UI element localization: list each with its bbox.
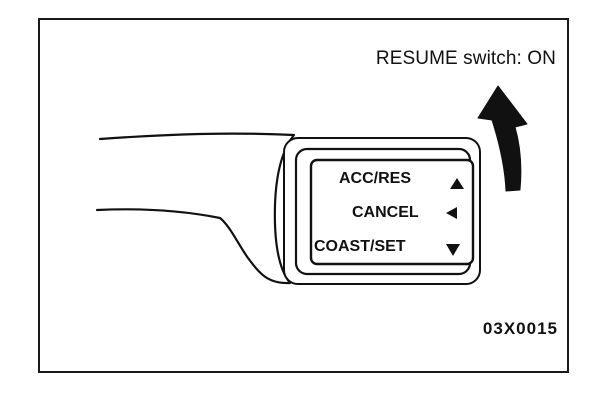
triangle-down-icon bbox=[446, 244, 460, 256]
acc-res-label: ACC/RES bbox=[339, 170, 412, 187]
figure-code: 03X0015 bbox=[482, 319, 558, 338]
coast-set-label: COAST/SET bbox=[314, 238, 406, 255]
cancel-label: CANCEL bbox=[352, 204, 419, 221]
triangle-up-icon bbox=[450, 178, 464, 189]
figure-frame bbox=[38, 18, 569, 373]
lever-stalk-outline bbox=[95, 132, 296, 285]
resume-switch-caption: RESUME switch: ON bbox=[375, 48, 556, 69]
triangle-left-icon bbox=[446, 207, 457, 219]
switch-button-panel bbox=[309, 158, 475, 266]
curved-arrow-up-icon bbox=[477, 85, 528, 192]
